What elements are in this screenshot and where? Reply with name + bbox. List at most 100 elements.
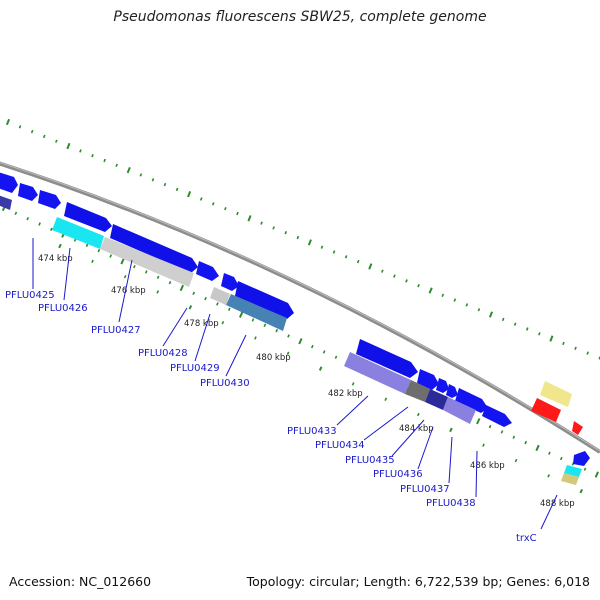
- tick-mark: [151, 178, 155, 182]
- tick-mark: [512, 435, 516, 439]
- gene-label-pflu0438[interactable]: PFLU0438: [426, 498, 476, 509]
- tick-mark: [254, 336, 257, 340]
- cds-block[interactable]: [564, 465, 582, 477]
- tick-mark: [175, 187, 179, 192]
- tick-mark: [322, 350, 326, 354]
- tick-mark: [30, 129, 34, 134]
- gene-label-pflu0433[interactable]: PFLU0433: [287, 426, 337, 437]
- tick-mark: [123, 274, 127, 279]
- tick-mark: [211, 202, 215, 206]
- leader-line: [540, 494, 558, 530]
- gene-label-pflu0436[interactable]: PFLU0436: [373, 469, 423, 480]
- gene-label-pflu0425[interactable]: PFLU0425: [5, 290, 55, 301]
- gene-arrow[interactable]: [482, 405, 512, 427]
- cds-block[interactable]: [572, 421, 583, 435]
- tick-mark: [514, 458, 518, 463]
- leader-line: [336, 395, 369, 426]
- tick-mark: [579, 488, 584, 494]
- tick-mark: [334, 355, 338, 359]
- accession-text: Accession: NC_012660: [9, 574, 152, 589]
- tick-mark: [238, 311, 244, 318]
- gene-arrow[interactable]: [446, 384, 458, 398]
- cds-block[interactable]: [210, 287, 230, 305]
- tick-mark: [287, 334, 290, 338]
- tick-mark: [488, 424, 492, 429]
- gene-arrow[interactable]: [0, 172, 18, 193]
- cds-block[interactable]: [0, 195, 12, 210]
- gene-label-pflu0426[interactable]: PFLU0426: [38, 303, 88, 314]
- leader-line: [448, 436, 453, 484]
- tick-mark: [310, 344, 314, 349]
- tick-mark: [120, 258, 125, 265]
- tick-mark: [286, 351, 290, 355]
- leader-line: [118, 259, 133, 323]
- tick-mark: [547, 474, 551, 478]
- gene-arrow[interactable]: [356, 339, 418, 378]
- gene-arrow[interactable]: [436, 378, 449, 393]
- gene-label-pflu0429[interactable]: PFLU0429: [170, 363, 220, 374]
- outer-tick-ring: [5, 118, 600, 360]
- cds-block[interactable]: [425, 389, 448, 410]
- gene-label-pflu0428[interactable]: PFLU0428: [138, 348, 188, 359]
- tick-mark: [18, 125, 22, 129]
- tick-mark: [38, 222, 41, 226]
- gene-label-pflu0427[interactable]: PFLU0427: [91, 325, 141, 336]
- tick-mark: [187, 191, 192, 198]
- gene-label-pflu0434[interactable]: PFLU0434: [315, 440, 365, 451]
- cds-feature-track: [0, 195, 583, 485]
- tick-mark: [465, 303, 469, 307]
- tick-mark: [441, 293, 445, 297]
- tick-mark: [85, 243, 89, 248]
- cds-block[interactable]: [52, 217, 104, 249]
- genome-backbone-highlight: [0, 162, 600, 452]
- tick-mark: [91, 154, 94, 158]
- tick-mark: [417, 284, 420, 288]
- leader-line: [417, 426, 434, 470]
- tick-mark: [163, 182, 167, 187]
- gene-label-pflu0435[interactable]: PFLU0435: [345, 455, 395, 466]
- gene-arrow[interactable]: [221, 273, 239, 291]
- gene-arrow[interactable]: [196, 261, 219, 281]
- cds-block[interactable]: [443, 397, 476, 424]
- gene-arrow[interactable]: [18, 183, 38, 201]
- cds-block[interactable]: [561, 473, 579, 485]
- tick-mark: [296, 235, 300, 240]
- cds-block[interactable]: [540, 381, 572, 407]
- tick-mark: [91, 259, 94, 264]
- kbp-label: 478 kbp: [184, 319, 219, 329]
- cds-block[interactable]: [344, 352, 411, 394]
- leader-line: [162, 307, 188, 347]
- tick-mark: [501, 317, 505, 322]
- gene-arrow[interactable]: [64, 202, 112, 232]
- tick-mark: [275, 328, 279, 333]
- cds-block[interactable]: [100, 237, 194, 287]
- gene-arrow[interactable]: [455, 388, 488, 413]
- gene-arrow[interactable]: [235, 281, 294, 319]
- gene-label-pflu0430[interactable]: PFLU0430: [200, 378, 250, 389]
- tick-mark: [79, 149, 82, 153]
- tick-mark: [26, 216, 30, 221]
- cds-block[interactable]: [405, 380, 430, 402]
- kbp-label: 474 kbp: [38, 254, 73, 264]
- gene-arrow[interactable]: [110, 224, 198, 273]
- tick-mark: [453, 298, 457, 302]
- gene-arrow[interactable]: [417, 369, 439, 390]
- kbp-scale: 474 kbp 476 kbp 478 kbp 480 kbp 482 kbp …: [38, 254, 575, 509]
- cds-block[interactable]: [531, 398, 561, 422]
- leader-line: [63, 247, 71, 301]
- tick-mark: [251, 318, 255, 322]
- tick-mark: [548, 451, 551, 455]
- tick-mark: [204, 296, 207, 301]
- tick-mark: [307, 239, 312, 246]
- cds-block[interactable]: [226, 294, 287, 331]
- gene-label-pflu0437[interactable]: PFLU0437: [400, 484, 450, 495]
- tick-mark: [156, 290, 160, 294]
- gene-label-trxc[interactable]: trxC: [516, 533, 537, 544]
- tick-mark: [109, 254, 113, 258]
- tick-mark: [179, 284, 185, 292]
- gene-arrow[interactable]: [573, 451, 590, 466]
- tick-mark: [384, 397, 388, 401]
- kbp-label: 482 kbp: [328, 389, 363, 399]
- gene-arrow[interactable]: [38, 190, 61, 209]
- tick-mark: [476, 418, 481, 425]
